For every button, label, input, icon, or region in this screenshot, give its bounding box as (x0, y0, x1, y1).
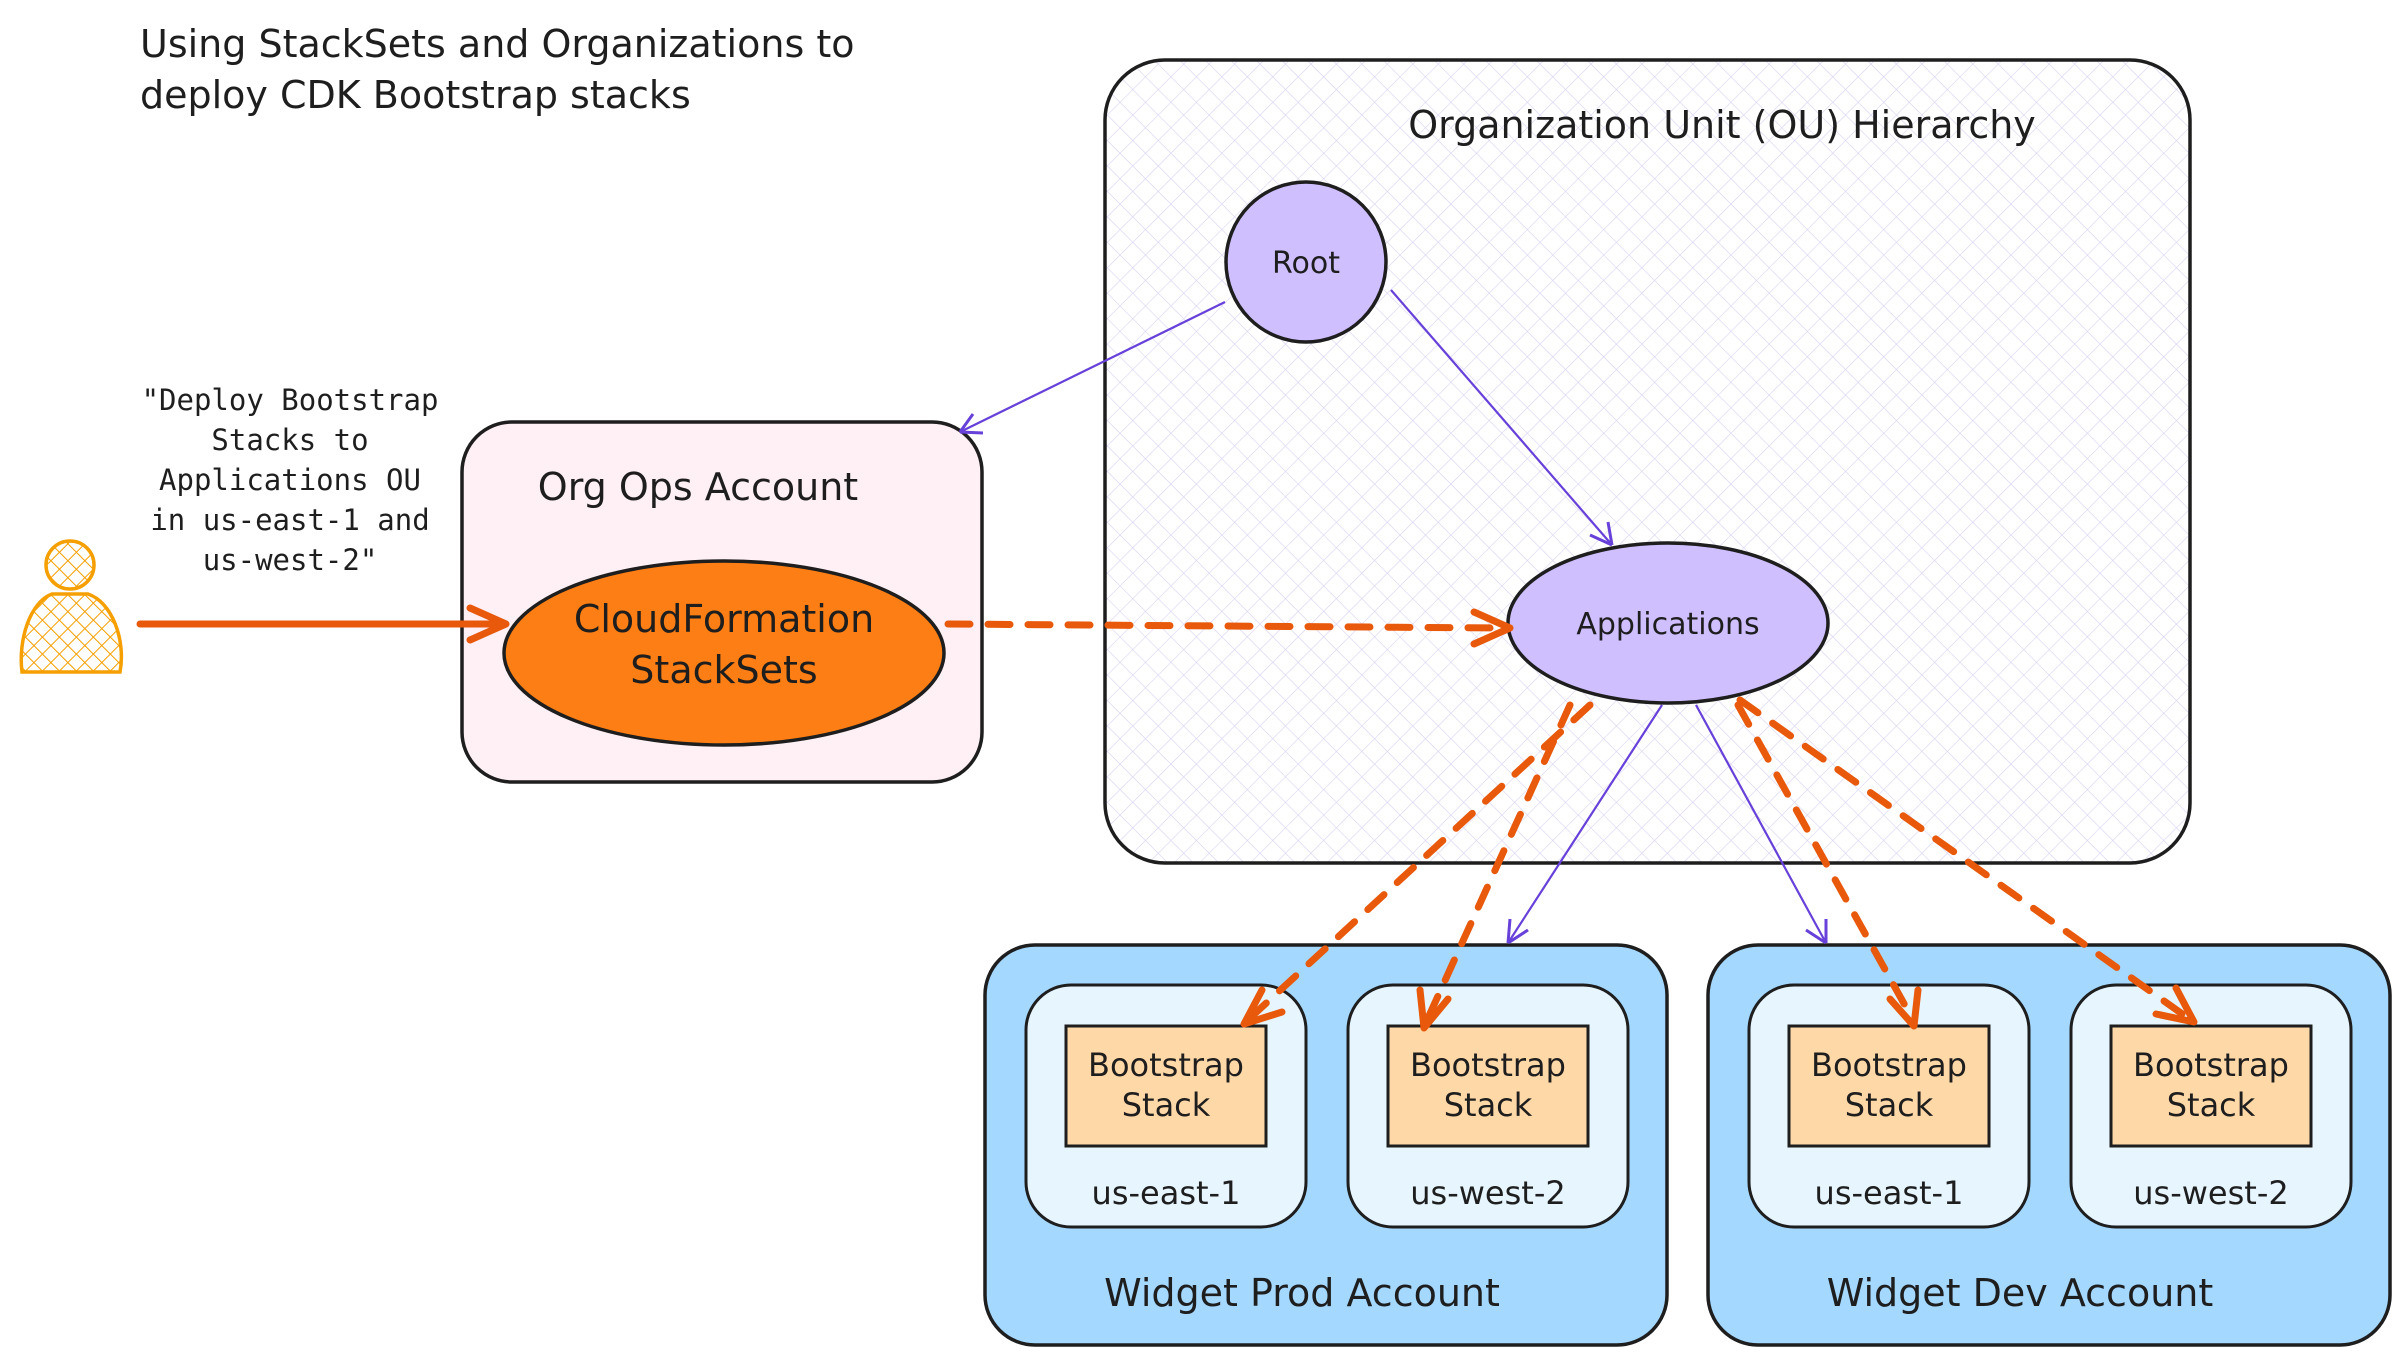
prod-region-us-east-1: Bootstrap Stack us-east-1 (1024, 983, 1308, 1229)
bootstrap-stack (1787, 1024, 1991, 1148)
stacksets-label-line-1: CloudFormation (574, 597, 874, 641)
annotation-line-1: "Deploy Bootstrap (142, 383, 439, 417)
bootstrap-stack-label-line-2: Stack (1845, 1086, 1934, 1124)
person-icon (19, 539, 124, 674)
stacksets-label-line-2: StackSets (630, 648, 817, 692)
region-label: us-west-2 (1410, 1174, 1565, 1212)
hierarchy-arrows (958, 289, 1828, 945)
widget-prod-account-label: Widget Prod Account (1104, 1271, 1500, 1315)
arrow-head (1506, 918, 1529, 945)
bootstrap-stack-label-line-2: Stack (1444, 1086, 1533, 1124)
annotation-line-4: in us-east-1 and (150, 503, 429, 537)
arrow-applications-to-prod-us-east-1 (1246, 701, 1594, 1022)
applications-node: Applications (1506, 541, 1830, 705)
arrow-head (466, 604, 510, 644)
arrow-head (1886, 986, 1922, 1030)
dev-region-us-east-1: Bootstrap Stack us-east-1 (1747, 983, 2031, 1229)
deployment-arrows (136, 604, 2198, 1032)
arrow-head (1589, 521, 1614, 547)
ou-hierarchy-container: Organization Unit (OU) Hierarchy (1103, 58, 2192, 865)
arrow-root-to-applications (1390, 289, 1613, 546)
arrow-head (958, 413, 984, 435)
diagram-title-line-2: deploy CDK Bootstrap stacks (140, 73, 691, 117)
bootstrap-stack-label-line-2: Stack (1122, 1086, 1211, 1124)
arrow-stacksets-to-applications (944, 620, 1504, 632)
applications-label: Applications (1576, 607, 1759, 642)
arrow-applications-to-dev (1695, 704, 1827, 944)
arrow-head (1240, 986, 1286, 1028)
cloudformation-stacksets-node: CloudFormation StackSets (502, 559, 946, 747)
annotation-line-5: us-west-2" (203, 543, 378, 577)
bootstrap-stack-label-line-1: Bootstrap (1811, 1046, 1967, 1084)
prod-region-us-west-2: Bootstrap Stack us-west-2 (1346, 983, 1630, 1229)
widget-prod-account-container: Widget Prod Account Bootstrap Stack us-e… (983, 943, 1669, 1347)
diagram-title-line-1: Using StackSets and Organizations to (140, 22, 854, 66)
root-node: Root (1224, 180, 1388, 344)
region-label: us-west-2 (2133, 1174, 2288, 1212)
bootstrap-stack (1064, 1024, 1268, 1148)
arrow-applications-to-dev-us-west-2 (1736, 696, 2192, 1022)
bootstrap-stack-label-line-2: Stack (2167, 1086, 2256, 1124)
bootstrap-stack-label-line-1: Bootstrap (1088, 1046, 1244, 1084)
annotation-line-2: Stacks to (211, 423, 368, 457)
org-ops-account-label: Org Ops Account (538, 465, 858, 509)
arrow-head (1805, 919, 1828, 945)
annotation-line-3: Applications OU (159, 463, 421, 497)
ou-hierarchy-label: Organization Unit (OU) Hierarchy (1408, 103, 2036, 147)
arrow-applications-to-prod-us-west-2 (1424, 701, 1574, 1022)
dev-region-us-west-2: Bootstrap Stack us-west-2 (2069, 983, 2353, 1229)
arrow-head (1416, 986, 1452, 1032)
widget-dev-account-container: Widget Dev Account Bootstrap Stack us-ea… (1706, 943, 2392, 1347)
arrow-head (2152, 984, 2198, 1026)
root-label: Root (1272, 246, 1340, 281)
bootstrap-stack (2109, 1024, 2313, 1148)
arrow-root-to-org-ops (959, 301, 1226, 433)
bootstrap-stack-label-line-1: Bootstrap (2133, 1046, 2289, 1084)
bootstrap-stack-label-line-1: Bootstrap (1410, 1046, 1566, 1084)
arrow-head (1470, 608, 1514, 648)
region-label: us-east-1 (1815, 1174, 1964, 1212)
arrow-applications-to-prod (1507, 704, 1663, 944)
deployment-instruction-annotation: "Deploy Bootstrap Stacks to Applications… (142, 383, 439, 577)
region-label: us-east-1 (1092, 1174, 1241, 1212)
widget-dev-account-label: Widget Dev Account (1827, 1271, 2214, 1315)
arrow-applications-to-dev-us-east-1 (1734, 701, 1916, 1022)
bootstrap-stack (1386, 1024, 1590, 1148)
